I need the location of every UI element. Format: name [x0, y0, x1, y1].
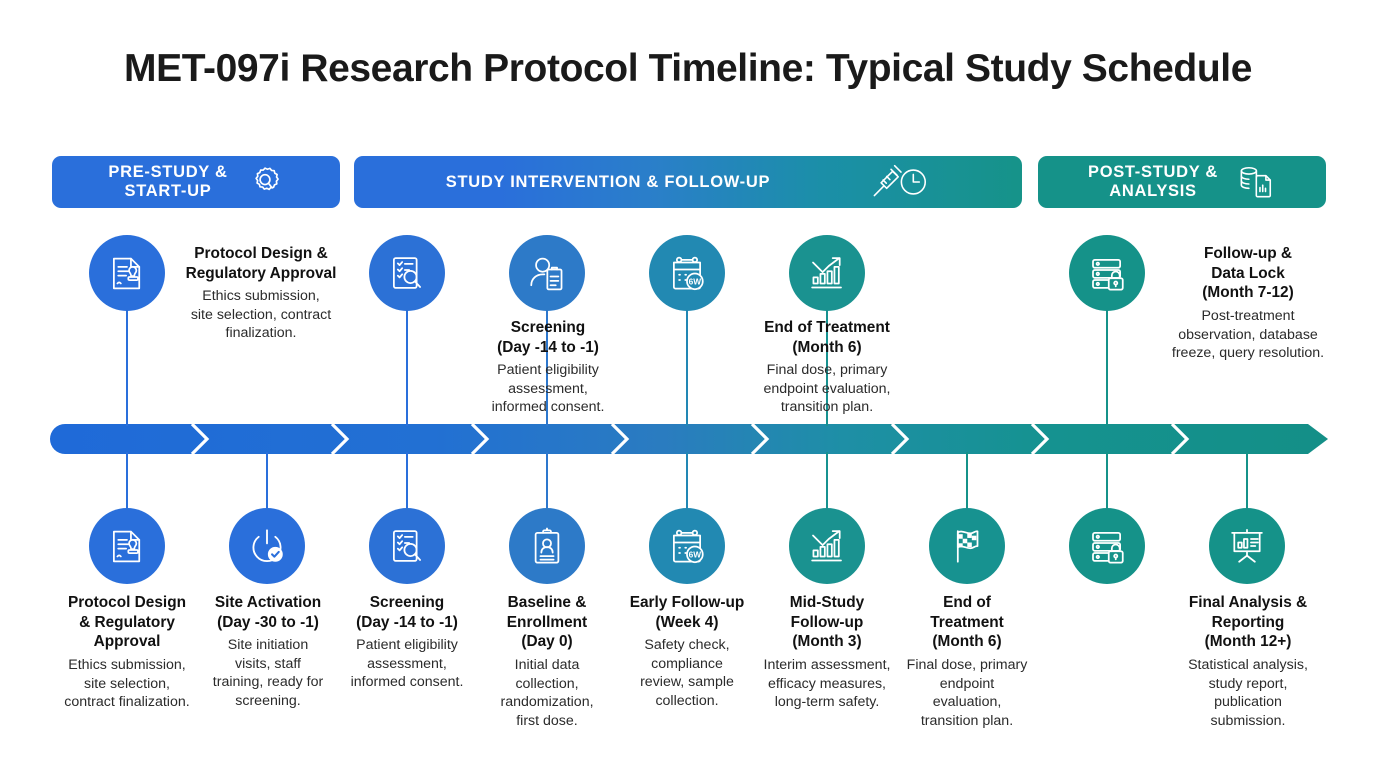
- syringe-clock-icon: [868, 162, 930, 202]
- milestone-desc: Patient eligibility assessment, informed…: [350, 637, 464, 691]
- milestone-desc: Final dose, primary endpoint evaluation,…: [763, 362, 891, 416]
- phase-bar-post-study[interactable]: POST-STUDY & ANALYSIS: [1038, 156, 1326, 208]
- milestone-title: Site Activation (Day -30 to -1): [214, 594, 322, 631]
- stem-top-1: [126, 300, 128, 426]
- milestone-text-bottom-1: Protocol Design & Regulatory Approval Et…: [42, 593, 212, 712]
- stem-top-4: [686, 300, 688, 426]
- stem-top-2: [406, 300, 408, 426]
- milestone-circle-bottom-8[interactable]: [1069, 508, 1145, 584]
- milestone-circle-top-5[interactable]: [789, 235, 865, 311]
- milestone-desc: Final dose, primary endpoint evaluation,…: [906, 657, 1028, 729]
- milestone-circle-top-4[interactable]: 6W: [649, 235, 725, 311]
- stem-bottom-2: [266, 452, 268, 508]
- milestone-circle-top-2[interactable]: [369, 235, 445, 311]
- calendar-week-icon: 6W: [666, 525, 708, 567]
- document-stamp-icon: [106, 525, 148, 567]
- stem-bottom-9: [1246, 452, 1248, 508]
- milestone-text-top-5: End of Treatment (Month 6) Final dose, p…: [737, 318, 917, 417]
- milestone-title: Early Follow-up (Week 4): [629, 594, 745, 631]
- milestone-title: Baseline & Enrollment (Day 0): [506, 594, 588, 651]
- stem-top-3: [546, 300, 548, 426]
- stem-bottom-6: [826, 452, 828, 508]
- database-report-icon: [1236, 163, 1276, 201]
- phase-label-pre-study: PRE-STUDY & START-UP: [108, 163, 228, 200]
- phase-bar-study-intervention[interactable]: STUDY INTERVENTION & FOLLOW-UP: [354, 156, 1022, 208]
- milestone-desc: Statistical analysis, study report, publ…: [1188, 657, 1308, 729]
- milestone-desc: Site initiation visits, staff training, …: [212, 637, 324, 709]
- milestone-title: Mid-Study Follow-up (Month 3): [789, 594, 865, 651]
- page-title: MET-097i Research Protocol Timeline: Typ…: [124, 47, 1252, 90]
- person-clipboard-icon: [526, 252, 568, 294]
- milestone-circle-bottom-3[interactable]: [369, 508, 445, 584]
- milestone-desc: Post-treatment observation, database fre…: [1171, 308, 1325, 362]
- milestone-circle-bottom-4[interactable]: [509, 508, 585, 584]
- stem-bottom-3: [406, 452, 408, 508]
- milestone-title: Protocol Design & Regulatory Approval: [185, 245, 337, 282]
- milestone-circle-bottom-1[interactable]: [89, 508, 165, 584]
- checklist-search-icon: [386, 525, 428, 567]
- calendar-week-icon: 6W: [666, 252, 708, 294]
- checklist-search-icon: [386, 252, 428, 294]
- phase-label-post-study: POST-STUDY & ANALYSIS: [1087, 163, 1219, 200]
- growth-chart-icon: [806, 252, 848, 294]
- growth-chart-icon: [806, 525, 848, 567]
- milestone-text-bottom-7: End of Treatment (Month 6) Final dose, p…: [886, 593, 1048, 730]
- milestone-desc: Safety check, compliance review, sample …: [640, 637, 734, 709]
- milestone-desc: Ethics submission, site selection, contr…: [64, 657, 190, 711]
- milestone-text-bottom-9: Final Analysis & Reporting (Month 12+) S…: [1163, 593, 1333, 730]
- milestone-text-top-3: Screening (Day -14 to -1) Patient eligib…: [463, 318, 633, 417]
- milestone-circle-bottom-9[interactable]: [1209, 508, 1285, 584]
- milestone-title: Follow-up & Data Lock (Month 7-12): [1202, 245, 1294, 302]
- stem-bottom-5: [686, 452, 688, 508]
- milestone-desc: Patient eligibility assessment, informed…: [491, 362, 605, 416]
- stem-top-6: [1106, 300, 1108, 426]
- stem-bottom-1: [126, 452, 128, 508]
- phase-bar-pre-study[interactable]: PRE-STUDY & START-UP: [52, 156, 340, 208]
- stem-top-5: [826, 300, 828, 426]
- stem-bottom-8: [1106, 452, 1108, 508]
- server-lock-icon: [1086, 525, 1128, 567]
- svg-text:6W: 6W: [689, 550, 702, 560]
- milestone-title: Screening (Day -14 to -1): [497, 319, 599, 356]
- milestone-desc: Interim assessment, efficacy measures, l…: [763, 657, 891, 711]
- milestone-desc: Initial data collection, randomization, …: [500, 657, 594, 729]
- milestone-title: Screening (Day -14 to -1): [356, 594, 458, 631]
- milestone-text-bottom-5: Early Follow-up (Week 4) Safety check, c…: [608, 593, 766, 710]
- milestone-circle-top-3[interactable]: [509, 235, 585, 311]
- clipboard-person-icon: [526, 525, 568, 567]
- milestone-title: End of Treatment (Month 6): [930, 594, 1004, 651]
- svg-text:6W: 6W: [689, 277, 702, 287]
- milestone-text-bottom-6: Mid-Study Follow-up (Month 3) Interim as…: [744, 593, 910, 712]
- stem-bottom-7: [966, 452, 968, 508]
- document-stamp-icon: [106, 252, 148, 294]
- milestone-title: Final Analysis & Reporting (Month 12+): [1188, 594, 1308, 651]
- phase-label-study-intervention: STUDY INTERVENTION & FOLLOW-UP: [445, 172, 771, 191]
- milestone-text-bottom-3: Screening (Day -14 to -1) Patient eligib…: [322, 593, 492, 692]
- stem-bottom-4: [546, 452, 548, 508]
- milestone-circle-bottom-5[interactable]: 6W: [649, 508, 725, 584]
- milestone-circle-bottom-6[interactable]: [789, 508, 865, 584]
- milestone-circle-top-6[interactable]: [1069, 235, 1145, 311]
- server-lock-icon: [1086, 252, 1128, 294]
- milestone-text-top-6: Follow-up & Data Lock (Month 7-12) Post-…: [1158, 244, 1338, 363]
- presentation-chart-icon: [1226, 525, 1268, 567]
- milestone-text-top-1: Protocol Design & Regulatory Approval Et…: [177, 244, 345, 343]
- milestone-text-bottom-4: Baseline & Enrollment (Day 0) Initial da…: [473, 593, 621, 730]
- milestone-circle-bottom-2[interactable]: [229, 508, 305, 584]
- timeline-spine: [50, 424, 1328, 454]
- checkered-flag-icon: [946, 525, 988, 567]
- milestone-circle-bottom-7[interactable]: [929, 508, 1005, 584]
- power-check-icon: [246, 525, 288, 567]
- milestone-text-bottom-2: Site Activation (Day -30 to -1) Site ini…: [185, 593, 351, 710]
- milestone-circle-top-1[interactable]: [89, 235, 165, 311]
- milestone-title: Protocol Design & Regulatory Approval: [67, 594, 186, 651]
- gear-search-icon: [246, 163, 284, 201]
- milestone-desc: Ethics submission, site selection, contr…: [190, 288, 332, 342]
- milestone-title: End of Treatment (Month 6): [764, 319, 890, 356]
